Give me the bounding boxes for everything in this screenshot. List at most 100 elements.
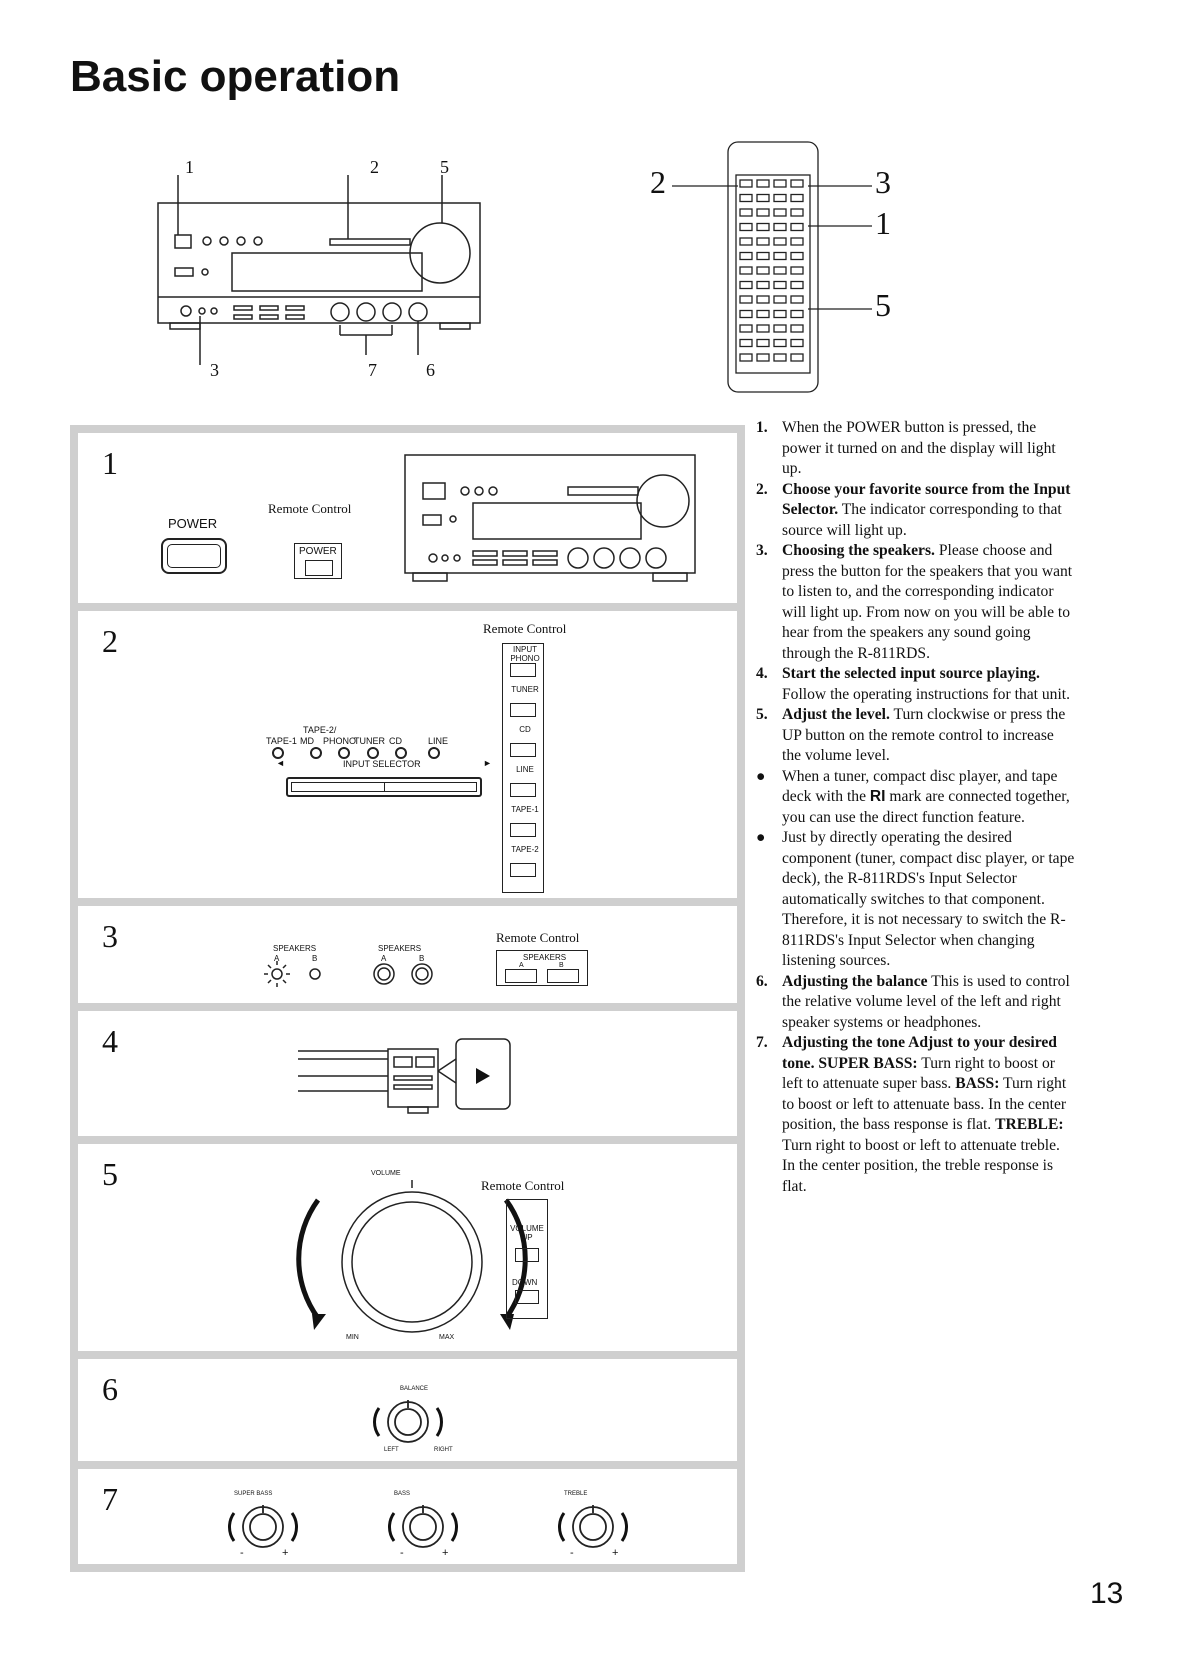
remote-control-label: Remote Control xyxy=(483,621,567,636)
remote-key xyxy=(739,266,753,275)
remote-selector-button[interactable] xyxy=(510,743,536,757)
remote-key xyxy=(739,179,753,188)
step-number: 7 xyxy=(102,1481,118,1517)
remote-selector-label: TUNER xyxy=(511,685,539,694)
remote-key xyxy=(773,353,787,362)
tone-knob[interactable] xyxy=(218,1499,308,1555)
input-selector-bar[interactable] xyxy=(286,777,482,797)
instruction-marker: 3. xyxy=(756,542,768,559)
remote-key xyxy=(756,353,770,362)
balance-knob[interactable] xyxy=(363,1394,453,1450)
step-7: 7 SUPER BASS-+BASS-+TREBLE-+ xyxy=(78,1469,737,1564)
selector-label: TUNER xyxy=(354,736,385,746)
remote-key xyxy=(773,193,787,203)
remote-callout-mid-right: 1 xyxy=(875,205,891,241)
volume-knob[interactable] xyxy=(278,1174,548,1344)
step-5: 5 VOLUME MIN MAX Remote Control VOLUME U… xyxy=(78,1144,737,1351)
instruction-text: BASS: xyxy=(955,1075,1000,1092)
instruction-text: Turn right to boost or left to attenuate… xyxy=(782,1075,1067,1133)
balance-left-label: LEFT xyxy=(384,1447,399,1453)
instruction-text: When the POWER button is pressed, the po… xyxy=(782,419,1056,477)
step-number: 3 xyxy=(102,918,118,954)
step-number: 1 xyxy=(102,445,118,481)
speaker-a-button-label: A xyxy=(381,954,387,963)
selector-label: PHONO xyxy=(323,736,357,746)
right-arrow-icon: ► xyxy=(483,758,492,768)
remote-key xyxy=(756,295,770,304)
remote-selector-button[interactable] xyxy=(510,783,536,797)
step-4: 4 xyxy=(78,1011,737,1136)
speaker-buttons xyxy=(264,961,433,987)
selector-label: CD xyxy=(389,736,402,746)
tone-plus-label: + xyxy=(282,1547,289,1559)
step-number: 2 xyxy=(102,623,118,659)
remote-key xyxy=(756,309,770,319)
remote-key xyxy=(756,251,770,261)
remote-speaker-b-button[interactable] xyxy=(547,969,579,983)
callout-power: 1 xyxy=(185,157,194,177)
instruction-text: SUPER BASS: xyxy=(814,1054,918,1072)
remote-selector-label: INPUT PHONO xyxy=(510,645,540,663)
tone-plus-label: + xyxy=(612,1547,619,1559)
instruction-item: 7.Adjusting the tone Adjust to your desi… xyxy=(756,1033,1076,1197)
remote-key xyxy=(790,353,804,362)
remote-key xyxy=(773,295,787,304)
remote-callout-left: 2 xyxy=(650,164,666,200)
speakers-label-1: SPEAKERS xyxy=(273,944,317,953)
instruction-item: 3.Choosing the speakers. Please choose a… xyxy=(756,541,1076,664)
remote-selector-button[interactable] xyxy=(510,663,536,677)
remote-selector-button[interactable] xyxy=(510,863,536,877)
selector-indicator xyxy=(338,747,350,759)
receiver-front-illustration xyxy=(404,454,696,582)
power-button[interactable] xyxy=(161,538,227,574)
tone-knob[interactable] xyxy=(548,1499,638,1555)
tone-plus-label: + xyxy=(442,1547,449,1559)
instruction-item: 2.Choose your favorite source from the I… xyxy=(756,480,1076,542)
remote-key xyxy=(739,251,753,261)
remote-key xyxy=(756,193,770,203)
remote-selector-label: TAPE-2 xyxy=(511,845,539,854)
callout-tone: 7 xyxy=(368,360,377,380)
remote-key xyxy=(790,266,804,275)
instruction-text: Adjusting the tone xyxy=(782,1034,906,1051)
remote-callout-bottom-right: 5 xyxy=(875,287,891,323)
instruction-item: ● Just by directly operating the desired … xyxy=(756,828,1076,972)
instruction-text: Follow the operating instructions for th… xyxy=(782,685,1071,703)
remote-selector-button[interactable] xyxy=(510,823,536,837)
deck-illustration xyxy=(298,1038,511,1114)
remote-key xyxy=(739,338,753,348)
instruction-item: 1.When the POWER button is pressed, the … xyxy=(756,418,1076,480)
remote-key xyxy=(790,295,804,304)
instruction-text: Choose your favorite source from the Inp… xyxy=(782,480,1071,519)
remote-key xyxy=(739,309,753,319)
instruction-item: 5.Adjust the level. Turn clockwise or pr… xyxy=(756,705,1076,767)
selector-indicator-lit xyxy=(395,747,407,759)
tone-knob[interactable] xyxy=(378,1499,468,1555)
instruction-text: Turn clockwise or press the UP button on… xyxy=(782,706,1066,764)
instruction-marker: 4. xyxy=(756,665,768,682)
balance-label: BALANCE xyxy=(400,1386,429,1392)
remote-key xyxy=(790,309,804,319)
volume-label: VOLUME xyxy=(371,1170,401,1177)
step-number: 4 xyxy=(102,1023,118,1059)
remote-volume-down-button[interactable] xyxy=(515,1290,539,1304)
remote-key xyxy=(739,295,753,304)
remote-key xyxy=(773,179,787,188)
remote-volume-up-button[interactable] xyxy=(515,1248,539,1262)
instruction-text: When a tuner, compact disc player, and t… xyxy=(782,767,1058,806)
remote-power-button[interactable]: POWER xyxy=(294,543,342,579)
tone-knob-label: TREBLE xyxy=(564,1491,588,1497)
step-1: 1 POWER Remote Control POWER xyxy=(78,433,737,603)
instruction-text: This is used to control the relative vol… xyxy=(782,972,1070,1031)
remote-key xyxy=(773,338,787,348)
instruction-text: Just by directly operating the desired c… xyxy=(782,829,1075,969)
remote-speaker-a-button[interactable] xyxy=(505,969,537,983)
instruction-text: Adjust the level. xyxy=(782,706,890,723)
remote-control-label: Remote Control xyxy=(481,1178,565,1193)
instruction-marker: ● xyxy=(756,829,766,846)
tone-minus-label: - xyxy=(400,1547,404,1559)
remote-key xyxy=(790,251,804,261)
remote-selector-button[interactable] xyxy=(510,703,536,717)
instruction-text: Choosing the speakers. xyxy=(782,542,935,559)
